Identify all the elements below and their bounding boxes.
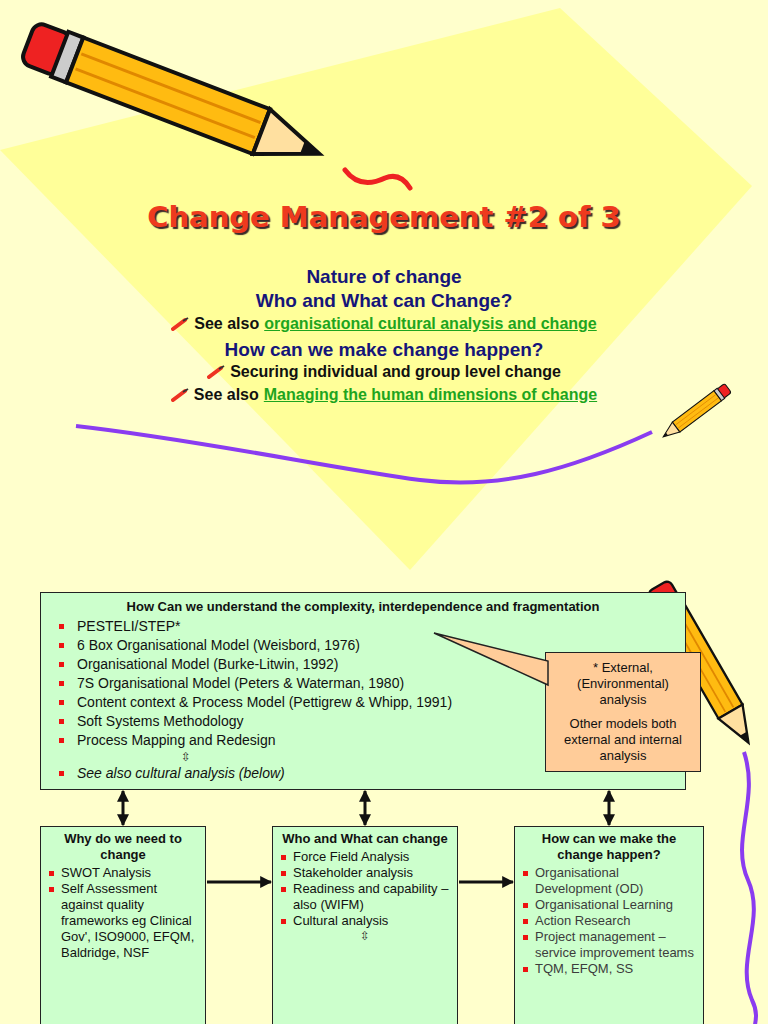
bullet-item: SWOT Analysis	[47, 865, 199, 881]
slide-line: Nature of change	[0, 266, 768, 288]
bullet-item: Force Field Analysis	[279, 849, 451, 865]
slide-text: How can we make change happen?	[225, 339, 544, 361]
connector-arrow	[207, 881, 271, 884]
slide-title: Change Management #2 of 3	[0, 200, 768, 234]
callout-text: Other models both external and internal …	[552, 716, 694, 764]
side-wave	[742, 752, 756, 1024]
connector-arrow	[122, 791, 125, 825]
slide-text: See also	[194, 315, 259, 333]
link-text: Managing the human dimensions of change	[264, 386, 597, 404]
bullet-item: Cultural analysis	[279, 913, 451, 929]
background-diamond	[0, 8, 752, 570]
bullet-item: Stakeholder analysis	[279, 865, 451, 881]
slide-line: Securing individual and group level chan…	[0, 363, 768, 381]
large-pencil	[19, 20, 327, 177]
callout-text: * External, (Environmental) analysis	[552, 660, 694, 708]
bullet-item: Project management – service improvement…	[521, 929, 697, 961]
bullet-item: PESTELI/STEP*	[51, 617, 675, 636]
bullet-item: Organisational Learning	[521, 897, 697, 913]
connector-arrow	[459, 881, 513, 884]
connector-arrow	[364, 791, 367, 825]
box-heading: How can we make the change happen?	[521, 831, 697, 863]
callout-pointer	[434, 629, 548, 689]
slide-text: Who and What can Change?	[256, 290, 513, 312]
bullet-item: Organisational Development (OD)	[521, 865, 697, 897]
bullet-item: Action Research	[521, 913, 697, 929]
bullet-item: Readiness and capability – also (WIFM)	[279, 881, 451, 913]
process-box: Who and What can changeForce Field Analy…	[272, 826, 458, 1024]
pencil-bullet	[171, 388, 189, 402]
purple-wave	[76, 426, 652, 483]
box-heading: Why do we need to change	[47, 831, 199, 863]
pencil-bullet	[207, 365, 225, 379]
double-arrow-symbol: ⇳	[279, 929, 451, 943]
process-box: Why do we need to changeSWOT AnalysisSel…	[40, 826, 206, 1024]
slide-text: Nature of change	[306, 266, 461, 288]
slide-text: Securing individual and group level chan…	[230, 363, 561, 381]
slide-line: See also organisational cultural analysis…	[0, 315, 768, 333]
process-box: How can we make the change happen?Organi…	[514, 826, 704, 1024]
pencil-bullet	[171, 317, 189, 331]
small-pencil	[659, 383, 731, 442]
slide-line: Who and What can Change?	[0, 290, 768, 312]
slide-line: See also Managing the human dimensions of…	[0, 386, 768, 404]
callout-box: * External, (Environmental) analysisOthe…	[545, 652, 701, 772]
box-heading: Who and What can change	[279, 831, 451, 847]
connector-arrow	[608, 791, 611, 825]
link-text: organisational cultural analysis and cha…	[264, 315, 597, 333]
pencil-squiggle	[345, 170, 410, 188]
slide-line: How can we make change happen?	[0, 339, 768, 361]
box-heading: How Can we understand the complexity, in…	[51, 599, 675, 614]
bullet-item: Self Assessment against quality framewor…	[47, 881, 199, 961]
slide-text: See also	[194, 386, 259, 404]
bullet-item: TQM, EFQM, SS	[521, 961, 697, 977]
